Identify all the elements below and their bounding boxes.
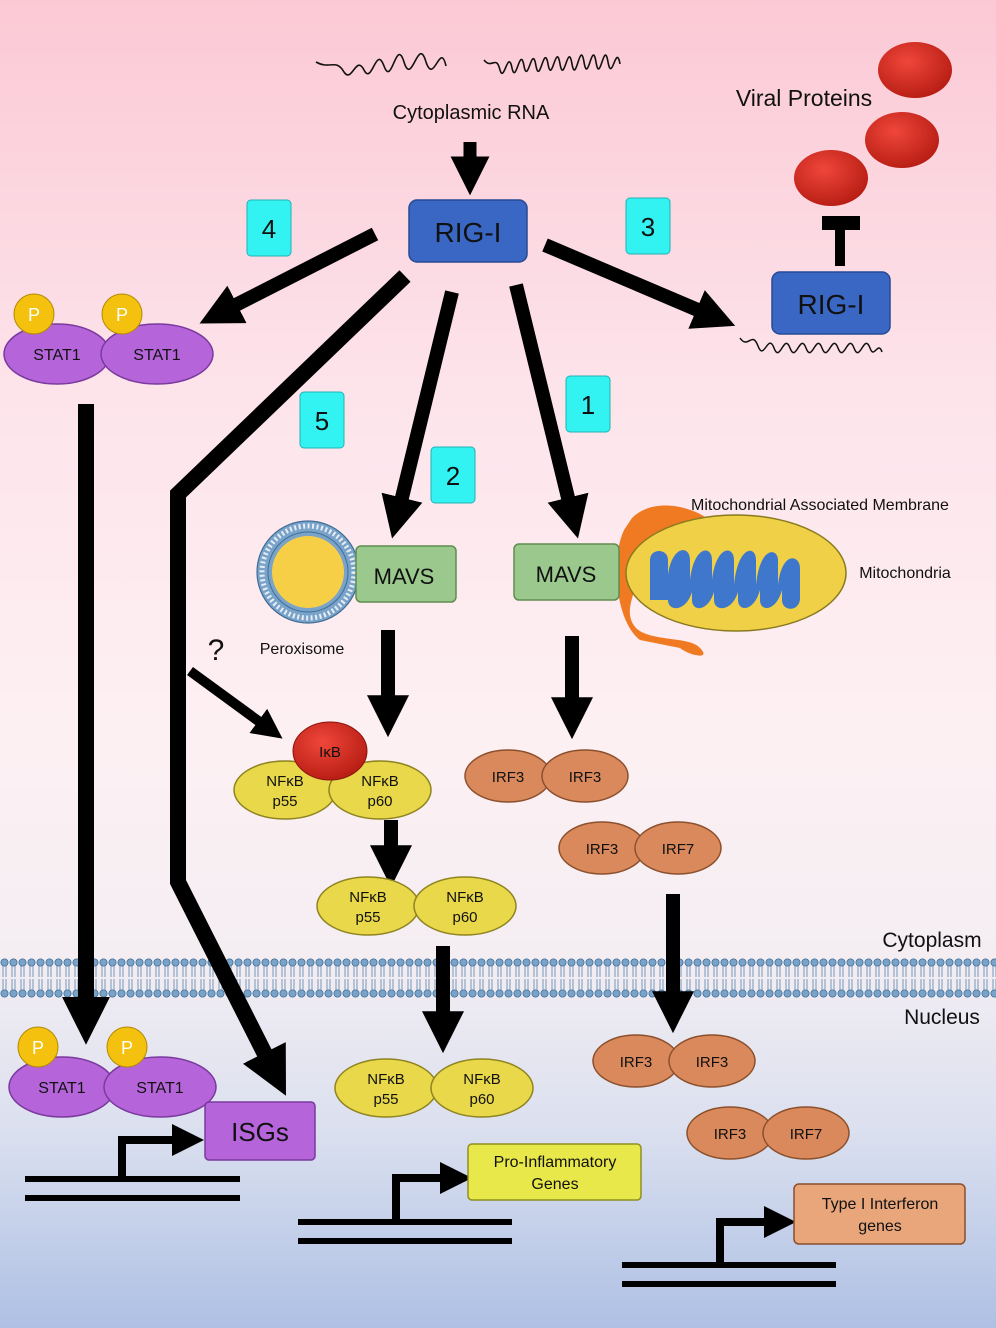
phospho-label: P <box>28 305 40 325</box>
irf3-label: IRF3 <box>696 1054 729 1071</box>
viral-protein-icon <box>794 150 868 206</box>
type-i-ifn-label-line2: genes <box>858 1218 902 1235</box>
step-box-2 <box>430 446 476 504</box>
ikb-label: IκB <box>319 744 341 761</box>
viral-proteins-label: Viral Proteins <box>736 85 872 111</box>
phospho-icon <box>101 293 143 335</box>
irf3-dimer-cytoplasm: IRF3 IRF3 <box>464 749 629 803</box>
p55-label: p55 <box>355 909 380 926</box>
nfkb-label: NFκB <box>349 889 387 906</box>
arrow-step1 <box>509 283 589 539</box>
nfkb-ikb-complex: NFκB p55 NFκB p60 IκB <box>233 721 432 820</box>
nuclear-membrane <box>0 958 996 998</box>
viral-protein-icon <box>865 112 939 168</box>
mavs-peroxisome-label: MAVS <box>374 564 435 589</box>
type-i-interferon-genes-box <box>793 1183 966 1245</box>
p60-label: p60 <box>367 793 392 810</box>
arrow-step3 <box>542 238 736 329</box>
step-label-1: 1 <box>581 390 595 420</box>
cytoplasm-label: Cytoplasm <box>882 929 981 952</box>
isgs-box <box>204 1101 316 1161</box>
type-i-ifn-label-line1: Type I Interferon <box>822 1196 939 1213</box>
cristae-icon <box>650 550 800 609</box>
phospho-icon <box>106 1026 148 1068</box>
irf3-label: IRF3 <box>569 769 602 786</box>
irf3-label: IRF3 <box>714 1126 747 1143</box>
irf3-label: IRF3 <box>586 841 619 858</box>
rna-squiggle-icon <box>315 53 621 76</box>
rig-i-box <box>408 199 528 263</box>
nfkb-label: NFκB <box>266 773 304 790</box>
rig-i-bound-label: RIG-I <box>798 289 865 320</box>
step-label-4: 4 <box>262 214 276 244</box>
irf7-label: IRF7 <box>662 841 695 858</box>
arrow-step4 <box>199 227 379 324</box>
step-box-5 <box>299 391 345 449</box>
nfkb-label: NFκB <box>463 1071 501 1088</box>
inhibition-bar <box>822 216 860 266</box>
step-box-4 <box>246 199 292 257</box>
pro-inflammatory-label-line1: Pro-Inflammatory <box>494 1154 617 1171</box>
nfkb-dimer-nucleus: NFκB p55 NFκB p60 <box>334 1058 534 1118</box>
irf3-irf7-dimer-nucleus: IRF3 IRF7 <box>686 1106 850 1160</box>
step-label-2: 2 <box>446 461 460 491</box>
rig-i-label: RIG-I <box>435 217 502 248</box>
bound-rna-icon <box>739 337 883 354</box>
irf7-label: IRF7 <box>790 1126 823 1143</box>
pro-inflammatory-label-line2: Genes <box>531 1176 578 1193</box>
rig-i-bound-box <box>771 271 891 335</box>
phospho-icon <box>13 293 55 335</box>
step-markers: 4 3 1 5 2 <box>246 197 671 504</box>
nfkb-label: NFκB <box>361 773 399 790</box>
p60-label: p60 <box>469 1091 494 1108</box>
stat1-label: STAT1 <box>136 1080 184 1097</box>
peroxisome-icon <box>256 520 360 624</box>
phospho-label: P <box>32 1038 44 1058</box>
pathway-arrows <box>62 142 736 1096</box>
dna-strand-icon <box>25 1176 836 1287</box>
step-label-3: 3 <box>641 212 655 242</box>
step-box-1 <box>565 375 611 433</box>
ikb-icon <box>292 721 368 781</box>
mam-label: Mitochondrial Associated Membrane <box>691 497 949 514</box>
irf3-label: IRF3 <box>492 769 525 786</box>
mitochondria-label: Mitochondria <box>859 565 951 582</box>
stat1-dimer-cytoplasm: STAT1 STAT1 P P <box>3 293 214 385</box>
stat1-label: STAT1 <box>133 347 181 364</box>
viral-protein-icon <box>878 42 952 98</box>
irf3-label: IRF3 <box>620 1054 653 1071</box>
stat1-label: STAT1 <box>38 1080 86 1097</box>
question-mark: ? <box>208 634 225 667</box>
nfkb-label: NFκB <box>446 889 484 906</box>
phospho-icon <box>17 1026 59 1068</box>
isgs-label: ISGs <box>231 1117 289 1147</box>
phospho-label: P <box>116 305 128 325</box>
step-label-5: 5 <box>315 406 329 436</box>
p55-label: p55 <box>272 793 297 810</box>
mavs-peroxisome-box <box>355 545 457 603</box>
phospho-label: P <box>121 1038 133 1058</box>
stat1-label: STAT1 <box>33 347 81 364</box>
pro-inflammatory-genes-box <box>467 1143 642 1201</box>
stat1-dimer-nucleus: STAT1 STAT1 P P <box>8 1026 217 1118</box>
nfkb-label: NFκB <box>367 1071 405 1088</box>
nucleus-label: Nucleus <box>904 1006 980 1029</box>
cytoplasmic-rna-label: Cytoplasmic RNA <box>393 102 550 124</box>
arrow-question <box>187 666 283 739</box>
p60-label: p60 <box>452 909 477 926</box>
irf3-dimer-nucleus: IRF3 IRF3 <box>592 1034 756 1088</box>
mavs-mito-box <box>513 543 620 601</box>
arrow-step2 <box>381 290 459 539</box>
nfkb-dimer-cytoplasm: NFκB p55 NFκB p60 <box>316 876 517 936</box>
arrow-step5 <box>170 270 411 1096</box>
promoter-arrow-icon <box>118 1124 796 1264</box>
mavs-mito-label: MAVS <box>536 562 597 587</box>
peroxisome-label: Peroxisome <box>260 641 345 658</box>
step-box-3 <box>625 197 671 255</box>
p55-label: p55 <box>373 1091 398 1108</box>
irf3-irf7-dimer-cytoplasm: IRF3 IRF7 <box>558 821 722 875</box>
